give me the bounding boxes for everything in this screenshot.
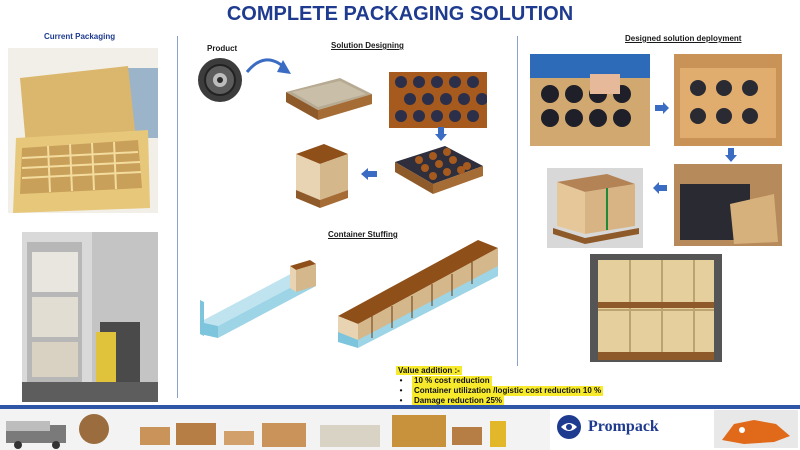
- pallet-base-drawing: [278, 72, 376, 128]
- value-item: •10 % cost reduction: [399, 376, 492, 386]
- arrow-down-icon: [725, 148, 737, 162]
- product-image: [196, 56, 244, 104]
- prompack-brand-text: Prompack: [588, 418, 659, 435]
- value-item: •Damage reduction 25%: [399, 396, 505, 406]
- left-divider: [177, 36, 178, 398]
- truck-loading-photo: [22, 232, 158, 402]
- empty-container-drawing: [198, 252, 323, 342]
- arrow-right-icon: [655, 102, 669, 114]
- right-divider: [517, 36, 518, 366]
- deployment-photo-2: [674, 54, 782, 146]
- product-label: Product: [207, 44, 238, 53]
- current-packaging-photo: [8, 48, 158, 213]
- page-title: COMPLETE PACKAGING SOLUTION: [226, 3, 574, 25]
- value-item: •Container utilization /logistic cost re…: [399, 386, 604, 396]
- deployment-photo-3: [674, 164, 782, 246]
- curved-arrow-icon: [245, 58, 291, 74]
- deployment-photo-4: [547, 168, 643, 248]
- make-in-india-logo: [714, 410, 798, 448]
- container-stuffing-label: Container Stuffing: [328, 230, 398, 239]
- prompack-logo-icon: [557, 415, 581, 439]
- arrow-left-icon: [653, 182, 667, 194]
- arrow-left-icon: [361, 168, 377, 180]
- deployment-photo-5: [590, 254, 722, 362]
- deployment-label: Designed solution deployment: [625, 34, 742, 43]
- footer-divider: [0, 405, 800, 409]
- footer-banner-image: [0, 405, 550, 450]
- value-addition-heading: Value addition :-: [396, 366, 462, 375]
- pallet-with-products-drawing: [389, 140, 487, 200]
- packed-pallet-drawing: [290, 140, 352, 212]
- footer: [0, 405, 800, 450]
- deployment-photo-1: [530, 54, 650, 146]
- current-packaging-label: Current Packaging: [44, 32, 116, 41]
- product-layer-drawing: [389, 72, 487, 128]
- value-addition-box: Value addition :- •10 % cost reduction •…: [396, 366, 604, 406]
- arrow-down-icon: [435, 127, 447, 141]
- solution-designing-label: Solution Designing: [331, 41, 404, 50]
- prompack-logo: Prompack: [556, 414, 659, 440]
- stuffed-container-drawing: [338, 236, 500, 348]
